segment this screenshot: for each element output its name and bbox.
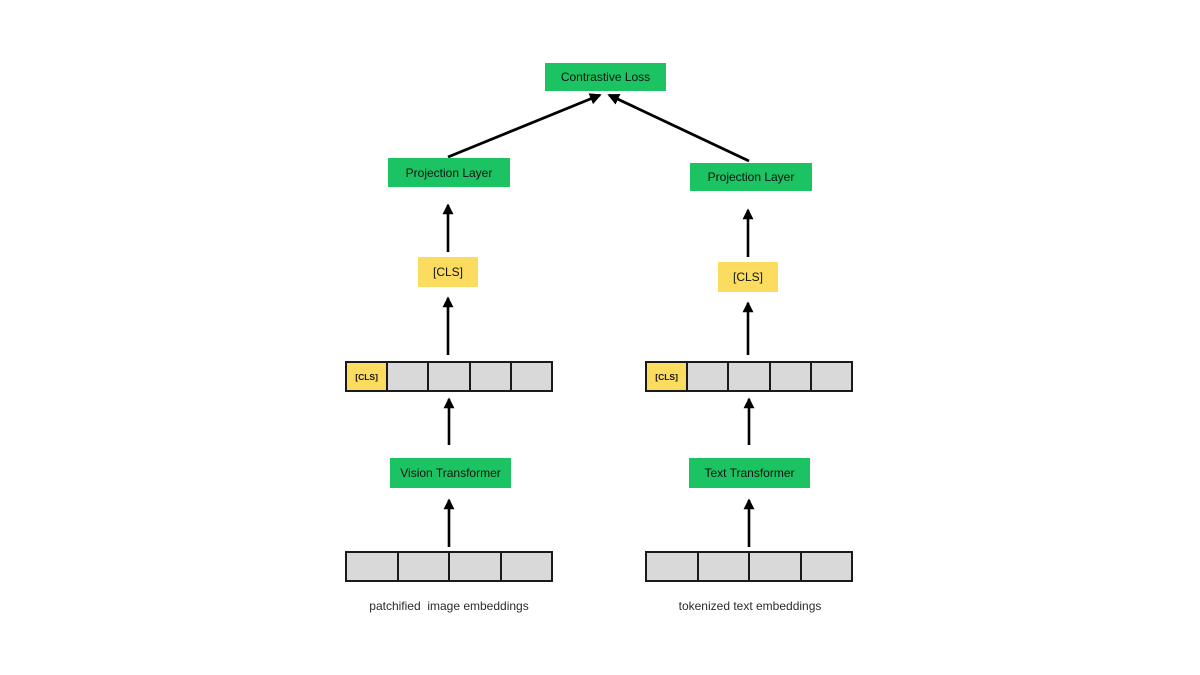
cls-token-right-box: [CLS] xyxy=(718,262,778,292)
token-row-right-with-cls: [CLS] xyxy=(645,361,853,392)
contrastive-loss-box: Contrastive Loss xyxy=(545,63,666,91)
token-cell xyxy=(698,553,750,580)
input-row-right xyxy=(645,551,853,582)
cls-token-left-box: [CLS] xyxy=(418,257,478,287)
token-cell xyxy=(729,363,771,390)
text-transformer-box: Text Transformer xyxy=(689,458,810,488)
token-cell xyxy=(511,363,552,390)
input-row-left xyxy=(345,551,553,582)
token-cell-cls: [CLS] xyxy=(347,363,389,390)
vision-transformer-box: Vision Transformer xyxy=(390,458,511,488)
projection-layer-left-box: Projection Layer xyxy=(388,158,510,187)
token-cell xyxy=(770,363,812,390)
caption-tokenized-text-embeddings: tokenized text embeddings xyxy=(678,599,822,613)
token-cell xyxy=(688,363,730,390)
token-cell-cls: [CLS] xyxy=(647,363,689,390)
token-cell xyxy=(470,363,512,390)
token-cell xyxy=(347,553,399,580)
token-row-left-with-cls: [CLS] xyxy=(345,361,553,392)
token-cell xyxy=(811,363,852,390)
token-cell xyxy=(501,553,551,580)
token-cell xyxy=(647,553,699,580)
token-cell xyxy=(398,553,450,580)
token-cell xyxy=(450,553,502,580)
projection-layer-right-box: Projection Layer xyxy=(690,163,812,191)
arrow-left-proj-to-loss xyxy=(447,93,602,159)
token-cell xyxy=(750,553,802,580)
arrow-right-proj-to-loss xyxy=(607,93,750,163)
token-cell xyxy=(429,363,471,390)
caption-patchified-image-embeddings: patchified image embeddings xyxy=(369,599,529,613)
token-cell xyxy=(801,553,851,580)
token-cell xyxy=(388,363,430,390)
